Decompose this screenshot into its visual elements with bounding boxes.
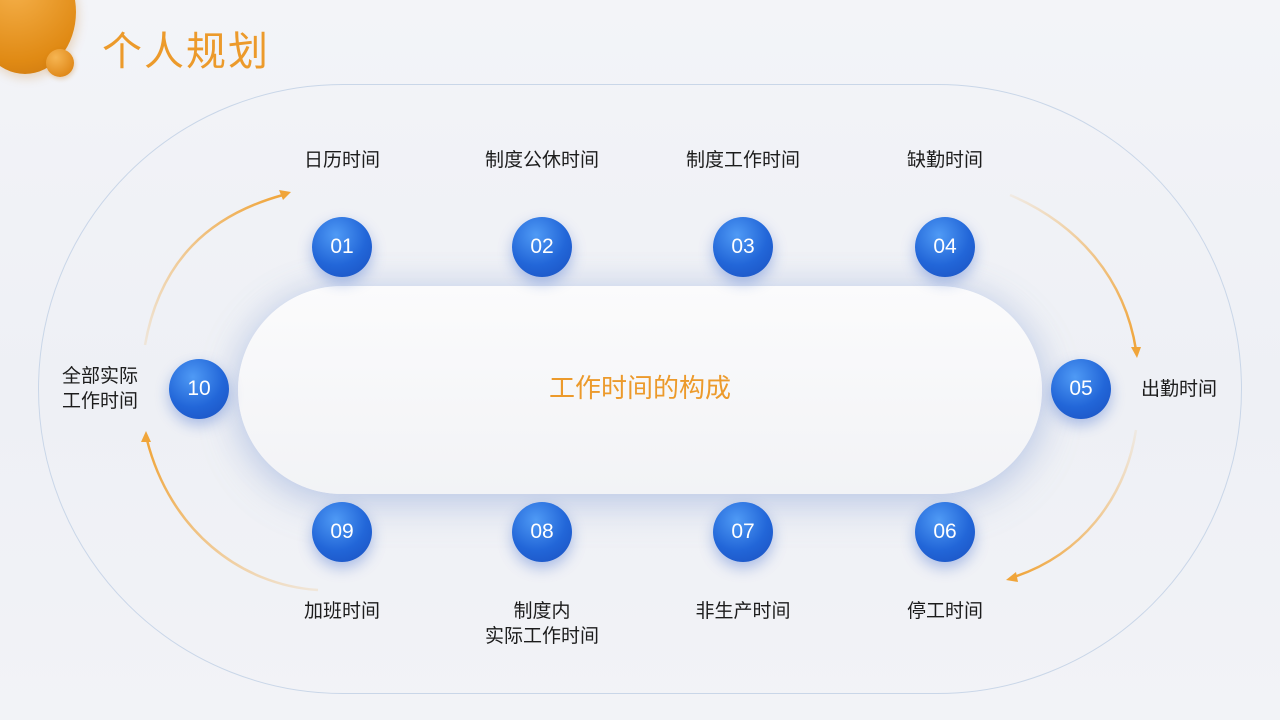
outer-track bbox=[38, 84, 1242, 694]
center-label: 工作时间的构成 bbox=[548, 374, 731, 404]
arrowhead-top-left bbox=[279, 190, 291, 200]
step-label-04: 缺勤时间 bbox=[906, 149, 983, 171]
step-circle-07: 07 bbox=[713, 502, 773, 562]
step-label-02: 制度公休时间 bbox=[484, 149, 599, 171]
step-circle-02: 02 bbox=[512, 217, 572, 277]
decorative-orange-circle-small bbox=[46, 49, 74, 77]
step-label-10: 全部实际 工作时间 bbox=[61, 365, 138, 412]
step-label-07: 非生产时间 bbox=[695, 600, 791, 622]
arrowhead-bottom-right bbox=[1006, 572, 1018, 582]
page-title: 个人规划 bbox=[102, 29, 270, 75]
arrowhead-top-right bbox=[1131, 347, 1141, 358]
arrow-bottom-right bbox=[1013, 429, 1138, 579]
center-pill: 工作时间的构成 bbox=[238, 286, 1042, 494]
step-circle-09: 09 bbox=[312, 502, 372, 562]
step-circle-06: 06 bbox=[915, 502, 975, 562]
step-label-06: 停工时间 bbox=[906, 600, 983, 622]
step-circle-10: 10 bbox=[169, 359, 229, 419]
step-label-08: 制度内 实际工作时间 bbox=[484, 600, 599, 647]
step-circle-04: 04 bbox=[915, 217, 975, 277]
arrow-top-right bbox=[1009, 193, 1138, 351]
arrow-bottom-left bbox=[145, 439, 319, 592]
step-circle-01: 01 bbox=[312, 217, 372, 277]
step-circle-05: 05 bbox=[1051, 359, 1111, 419]
step-label-05: 出勤时间 bbox=[1140, 378, 1217, 400]
step-circle-08: 08 bbox=[512, 502, 572, 562]
arrow-top-left bbox=[143, 193, 284, 346]
arrowhead-bottom-left bbox=[141, 431, 151, 442]
step-label-01: 日历时间 bbox=[303, 149, 380, 171]
step-label-03: 制度工作时间 bbox=[685, 149, 800, 171]
step-circle-03: 03 bbox=[713, 217, 773, 277]
step-label-09: 加班时间 bbox=[303, 600, 380, 622]
